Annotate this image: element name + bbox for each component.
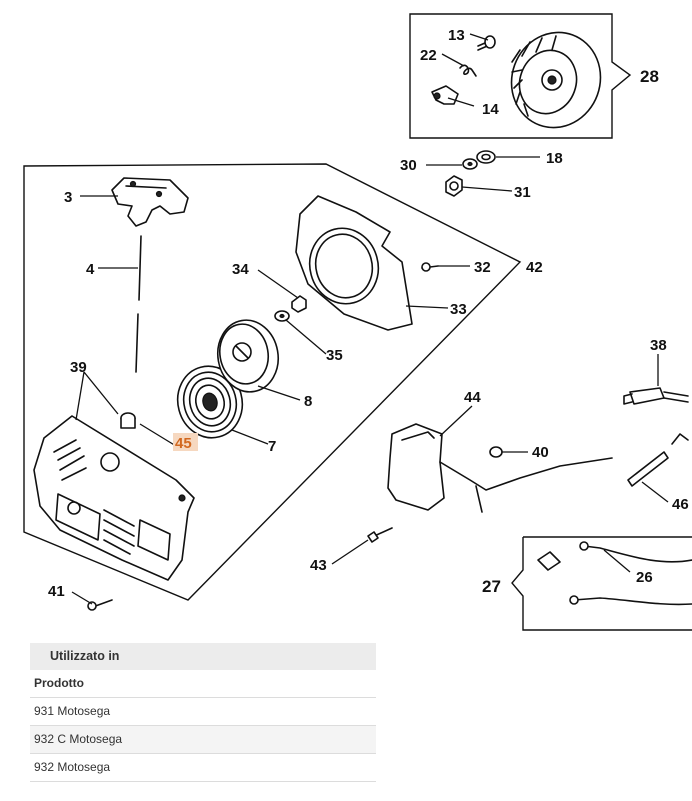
used-in-table: Utilizzato in Prodotto 931 Motosega 932 … (30, 643, 376, 782)
part-8-pulley (217, 319, 279, 393)
callout-32[interactable]: 32 (474, 259, 491, 276)
callout-31[interactable]: 31 (514, 184, 531, 201)
part-13-screw (477, 35, 496, 51)
product-link[interactable]: 932 Motosega (34, 760, 111, 774)
callout-13[interactable]: 13 (448, 27, 465, 44)
callout-8[interactable]: 8 (304, 393, 312, 410)
part-26-cables (537, 541, 692, 606)
part-39-cover (33, 415, 195, 581)
callout-45[interactable]: 45 (175, 435, 192, 452)
part-40-nut (489, 446, 503, 458)
callout-39[interactable]: 39 (70, 359, 87, 376)
used-in-header: Utilizzato in (30, 643, 376, 670)
callout-34[interactable]: 34 (232, 261, 249, 278)
callout-18[interactable]: 18 (546, 150, 563, 167)
callout-41[interactable]: 41 (48, 583, 65, 600)
product-row[interactable]: 932 Motosega (30, 754, 376, 782)
part-34-screw (291, 295, 307, 313)
callout-46[interactable]: 46 (672, 496, 689, 513)
product-row[interactable]: 931 Motosega (30, 698, 376, 726)
callout-35[interactable]: 35 (326, 347, 343, 364)
callout-44[interactable]: 44 (464, 389, 481, 406)
part-18-washer (476, 150, 496, 164)
part-44-ignition-module (387, 423, 613, 513)
part-41-screw (87, 599, 113, 611)
starter-frame (23, 163, 522, 601)
product-link[interactable]: 932 C Motosega (34, 732, 123, 746)
part-7-spring (176, 365, 244, 439)
callout-33[interactable]: 33 (450, 301, 467, 318)
part-38-spark-plug (623, 387, 689, 405)
cable-group-box (511, 536, 692, 631)
callout-3[interactable]: 3 (64, 189, 72, 206)
callout-4[interactable]: 4 (86, 261, 95, 278)
callout-27[interactable]: 27 (482, 577, 501, 596)
parts-diagram: 13 22 14 28 30 18 31 3 4 34 32 42 33 35 … (23, 13, 692, 631)
part-22-spring (459, 64, 477, 77)
part-28-flywheel (510, 31, 602, 129)
callout-30[interactable]: 30 (400, 157, 417, 174)
part-31-nut (445, 175, 463, 197)
part-32-screw (421, 262, 439, 272)
part-14-pawl (431, 85, 459, 105)
part-46-lever (627, 433, 689, 487)
callout-42[interactable]: 42 (526, 259, 543, 276)
callout-40[interactable]: 40 (532, 444, 549, 461)
product-column-header: Prodotto (30, 670, 376, 698)
callout-7[interactable]: 7 (268, 438, 276, 455)
leader-lines (71, 33, 669, 605)
part-3-handle (111, 177, 189, 227)
callout-45-highlight (173, 433, 198, 451)
part-33-housing (295, 195, 413, 331)
callouts: 13 22 14 28 30 18 31 3 4 34 32 42 33 35 … (48, 27, 689, 600)
part-30-washer (462, 158, 478, 170)
callout-28[interactable]: 28 (640, 67, 659, 86)
callout-26[interactable]: 26 (636, 569, 653, 586)
callout-38[interactable]: 38 (650, 337, 667, 354)
part-43-screw (367, 527, 393, 543)
part-4-rope (135, 235, 142, 373)
flywheel-group-box (409, 13, 632, 139)
part-35-washer (274, 310, 290, 322)
product-row[interactable]: 932 C Motosega (30, 726, 376, 754)
product-link[interactable]: 931 Motosega (34, 704, 111, 718)
callout-14[interactable]: 14 (482, 101, 499, 118)
callout-22[interactable]: 22 (420, 47, 437, 64)
callout-43[interactable]: 43 (310, 557, 327, 574)
part-45-bushing (120, 412, 136, 429)
